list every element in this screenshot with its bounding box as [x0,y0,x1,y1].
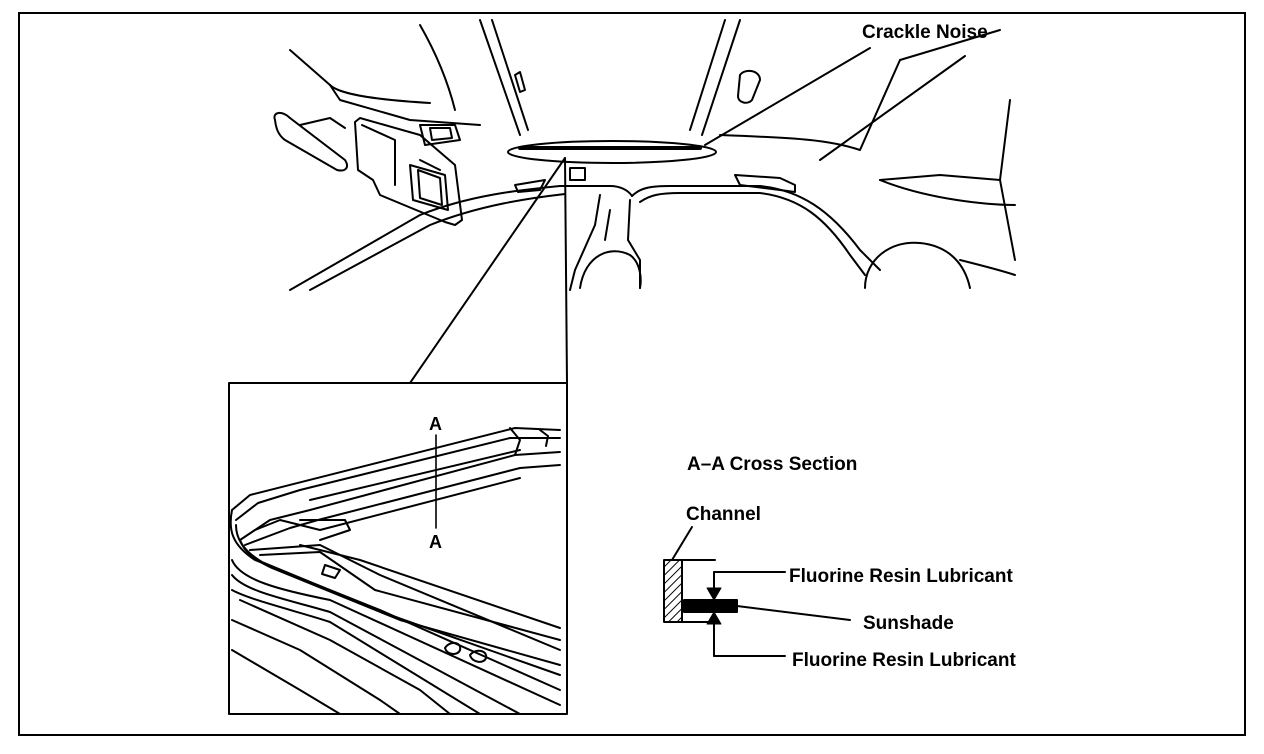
fluorine-resin-bottom-label: Fluorine Resin Lubricant [792,650,1016,671]
crackle-noise-label: Crackle Noise [862,22,988,43]
fluorine-resin-top-label: Fluorine Resin Lubricant [789,566,1013,587]
inset-detail-frame [228,382,568,715]
inset-channel-drawing [229,427,561,714]
vehicle-roof-illustration [273,19,1016,291]
section-a-top-label: A [429,414,442,434]
diagram-frame [18,12,1246,736]
sunshade-section [683,599,738,613]
leader-lines [409,47,966,384]
channel-section [663,559,683,623]
cross-section-drawing [663,526,851,657]
channel-label: Channel [686,504,761,525]
section-a-bottom-label: A [429,532,442,552]
sunshade-label: Sunshade [863,613,954,634]
cross-section-title: A–A Cross Section [687,454,858,475]
